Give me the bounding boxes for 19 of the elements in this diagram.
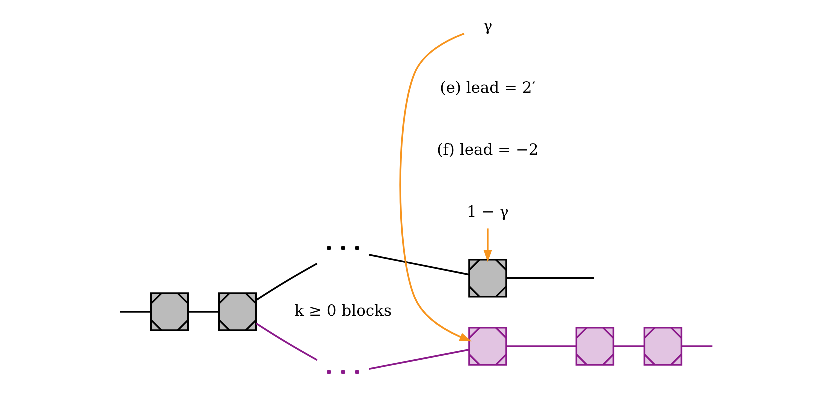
connector [682,346,713,348]
arrow [400,33,472,342]
node-text: γ [483,16,493,35]
connector [256,323,318,361]
label: (e) lead = 2′ [440,78,536,97]
node-text: • • • [324,364,362,382]
connector [506,346,577,348]
connector [614,346,644,348]
arrow [484,228,492,262]
connector [188,311,220,313]
label: (f) lead = −2 [437,140,539,159]
connector [369,254,470,276]
node-text: 1 − γ [466,202,509,221]
label: k ≥ 0 blocks [294,302,392,320]
connector [506,278,594,280]
connector [369,349,470,370]
connector [256,263,318,301]
connector [120,311,152,313]
node-text: • • • [324,240,362,258]
